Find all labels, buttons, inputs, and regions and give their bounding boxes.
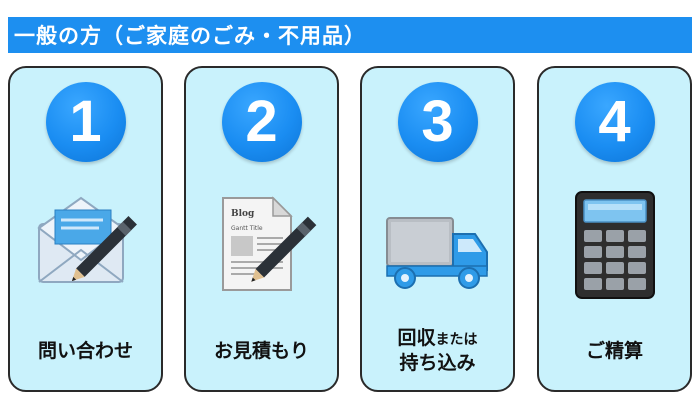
page-title: 一般の方（ご家庭のごみ・不用品） bbox=[14, 24, 366, 48]
step-card-estimate[interactable]: 2 Blog Gantt Title お見積もり bbox=[184, 66, 339, 392]
step-card-inquiry[interactable]: 1 問い合わせ bbox=[8, 66, 163, 392]
step-badge: 2 bbox=[221, 82, 302, 162]
envelope-pen-icon bbox=[31, 190, 141, 300]
header-bar: 一般の方（ご家庭のごみ・不用品） bbox=[8, 17, 692, 53]
step-number: 1 bbox=[69, 89, 102, 154]
step-badge: 1 bbox=[45, 82, 126, 162]
step-badge: 4 bbox=[574, 82, 655, 162]
step-card-collection[interactable]: 3 回収または 持ち込み bbox=[360, 66, 515, 392]
step-card-payment[interactable]: 4 ご精算 bbox=[537, 66, 692, 392]
step-label: ご精算 bbox=[585, 339, 643, 362]
step-number: 2 bbox=[245, 89, 278, 154]
truck-icon bbox=[383, 190, 493, 300]
doc-title: Blog bbox=[231, 209, 255, 219]
step-number: 4 bbox=[598, 89, 631, 154]
document-pen-icon: Blog Gantt Title bbox=[207, 190, 317, 300]
step-label: お見積もり bbox=[213, 339, 309, 362]
step-label: 問い合わせ bbox=[37, 339, 133, 362]
doc-subtitle: Gantt Title bbox=[231, 225, 263, 232]
step-badge: 3 bbox=[397, 82, 478, 162]
step-number: 3 bbox=[421, 89, 454, 154]
step-label: 回収または 持ち込み bbox=[397, 327, 478, 374]
calculator-icon bbox=[560, 190, 670, 300]
